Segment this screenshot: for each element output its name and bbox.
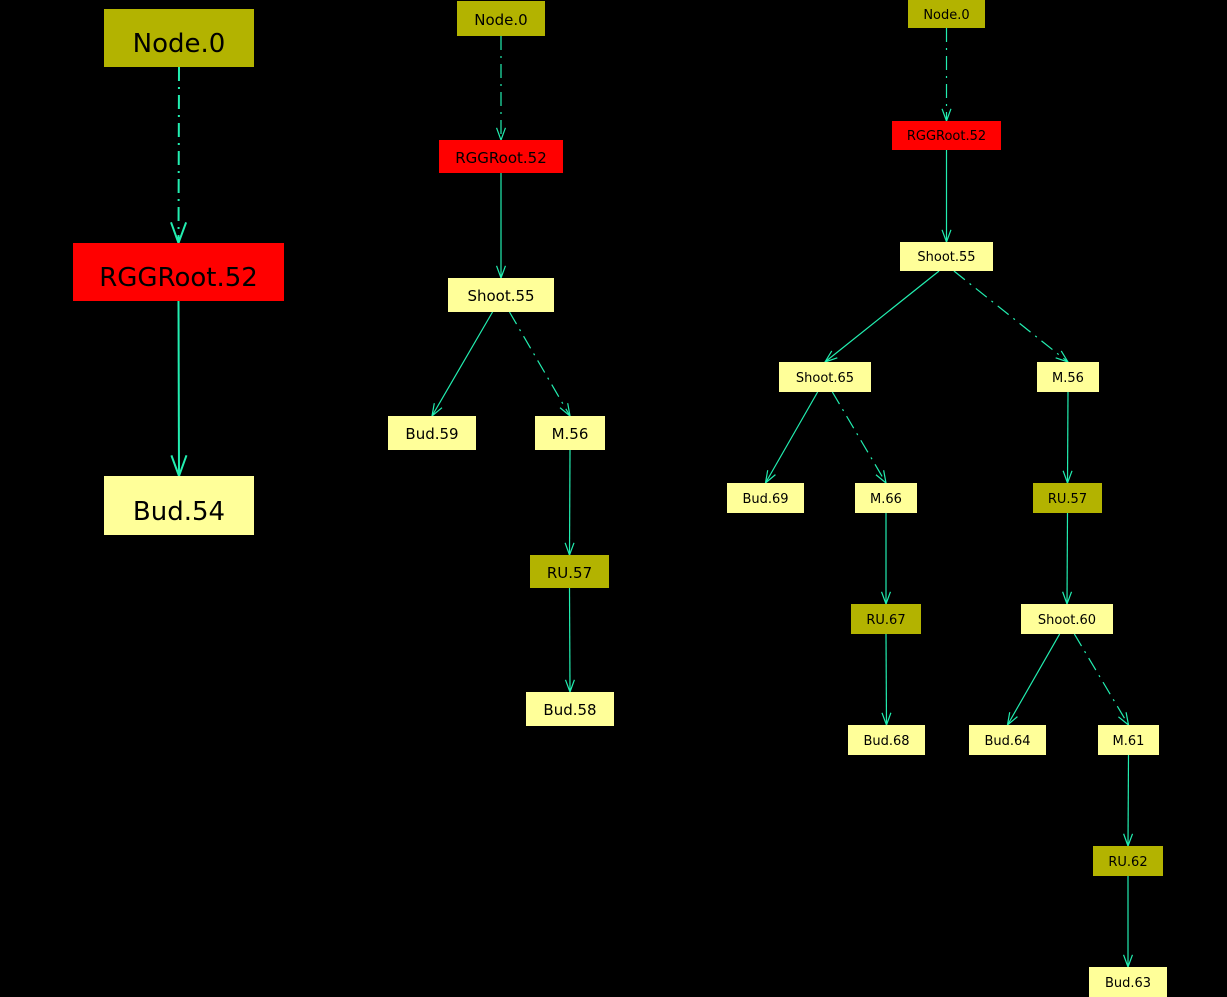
edge-ru62-bud63 <box>1122 876 1134 969</box>
edge-n0-r52 <box>495 36 507 142</box>
node-ru-67[interactable]: RU.67 <box>851 604 921 634</box>
node-rggroot-52[interactable]: RGGRoot.52 <box>439 140 563 173</box>
edge-r52-bud54 <box>170 300 188 479</box>
node-m-66[interactable]: M.66 <box>855 483 917 513</box>
node-ru-57[interactable]: RU.57 <box>530 555 609 588</box>
arrowhead-icon <box>764 470 776 485</box>
edge-ru57-shoot60 <box>1062 512 1073 606</box>
node-node-0[interactable]: Node.0 <box>104 9 254 67</box>
edge-m66-ru67 <box>880 513 892 606</box>
edge-shoot60-m61 <box>1073 633 1130 727</box>
node-m-61[interactable]: M.61 <box>1098 725 1159 755</box>
edge-r52-shoot55 <box>941 150 952 244</box>
arrowhead-icon <box>1118 712 1130 727</box>
edge-shoot60-bud64 <box>1006 633 1061 727</box>
node-node-0[interactable]: Node.0 <box>908 0 985 28</box>
node-ru-57[interactable]: RU.57 <box>1033 483 1102 513</box>
node-ru-62[interactable]: RU.62 <box>1093 846 1163 876</box>
edge-shoot55-m56 <box>953 270 1070 364</box>
edge-shoot65-bud69 <box>764 391 819 485</box>
edge-shoot55-m56 <box>508 311 571 418</box>
edge-shoot55-bud59 <box>431 311 494 418</box>
edge-m61-ru62 <box>1123 754 1134 848</box>
edge-ru67-bud68 <box>881 633 892 727</box>
node-rggroot-52[interactable]: RGGRoot.52 <box>73 243 284 301</box>
edge-r52-shoot55 <box>495 173 507 280</box>
node-bud-68[interactable]: Bud.68 <box>848 725 925 755</box>
edge-shoot65-m66 <box>831 391 887 485</box>
node-m-56[interactable]: M.56 <box>535 416 605 450</box>
node-rggroot-52[interactable]: RGGRoot.52 <box>892 121 1001 150</box>
arrowhead-icon <box>559 403 571 418</box>
edge-shoot55-shoot65 <box>823 270 940 364</box>
node-bud-63[interactable]: Bud.63 <box>1089 967 1167 997</box>
node-shoot-65[interactable]: Shoot.65 <box>779 362 871 392</box>
edge-n0-r52 <box>170 66 188 246</box>
node-bud-69[interactable]: Bud.69 <box>727 483 804 513</box>
arrowhead-icon <box>875 470 887 485</box>
node-shoot-60[interactable]: Shoot.60 <box>1021 604 1113 634</box>
node-bud-64[interactable]: Bud.64 <box>969 725 1046 755</box>
arrowhead-icon <box>431 403 443 418</box>
node-node-0[interactable]: Node.0 <box>457 1 545 36</box>
node-m-56[interactable]: M.56 <box>1037 362 1099 392</box>
node-bud-58[interactable]: Bud.58 <box>526 692 614 726</box>
edge-m56-ru57 <box>1062 391 1073 485</box>
node-bud-54[interactable]: Bud.54 <box>104 476 254 535</box>
node-shoot-55[interactable]: Shoot.55 <box>448 278 554 312</box>
edge-ru57-bud58 <box>564 587 575 694</box>
edge-n0-r52 <box>941 28 952 123</box>
arrowhead-icon <box>1006 712 1018 727</box>
edge-m56-ru57 <box>564 449 575 557</box>
node-bud-59[interactable]: Bud.59 <box>388 416 476 450</box>
node-shoot-55[interactable]: Shoot.55 <box>900 242 993 271</box>
